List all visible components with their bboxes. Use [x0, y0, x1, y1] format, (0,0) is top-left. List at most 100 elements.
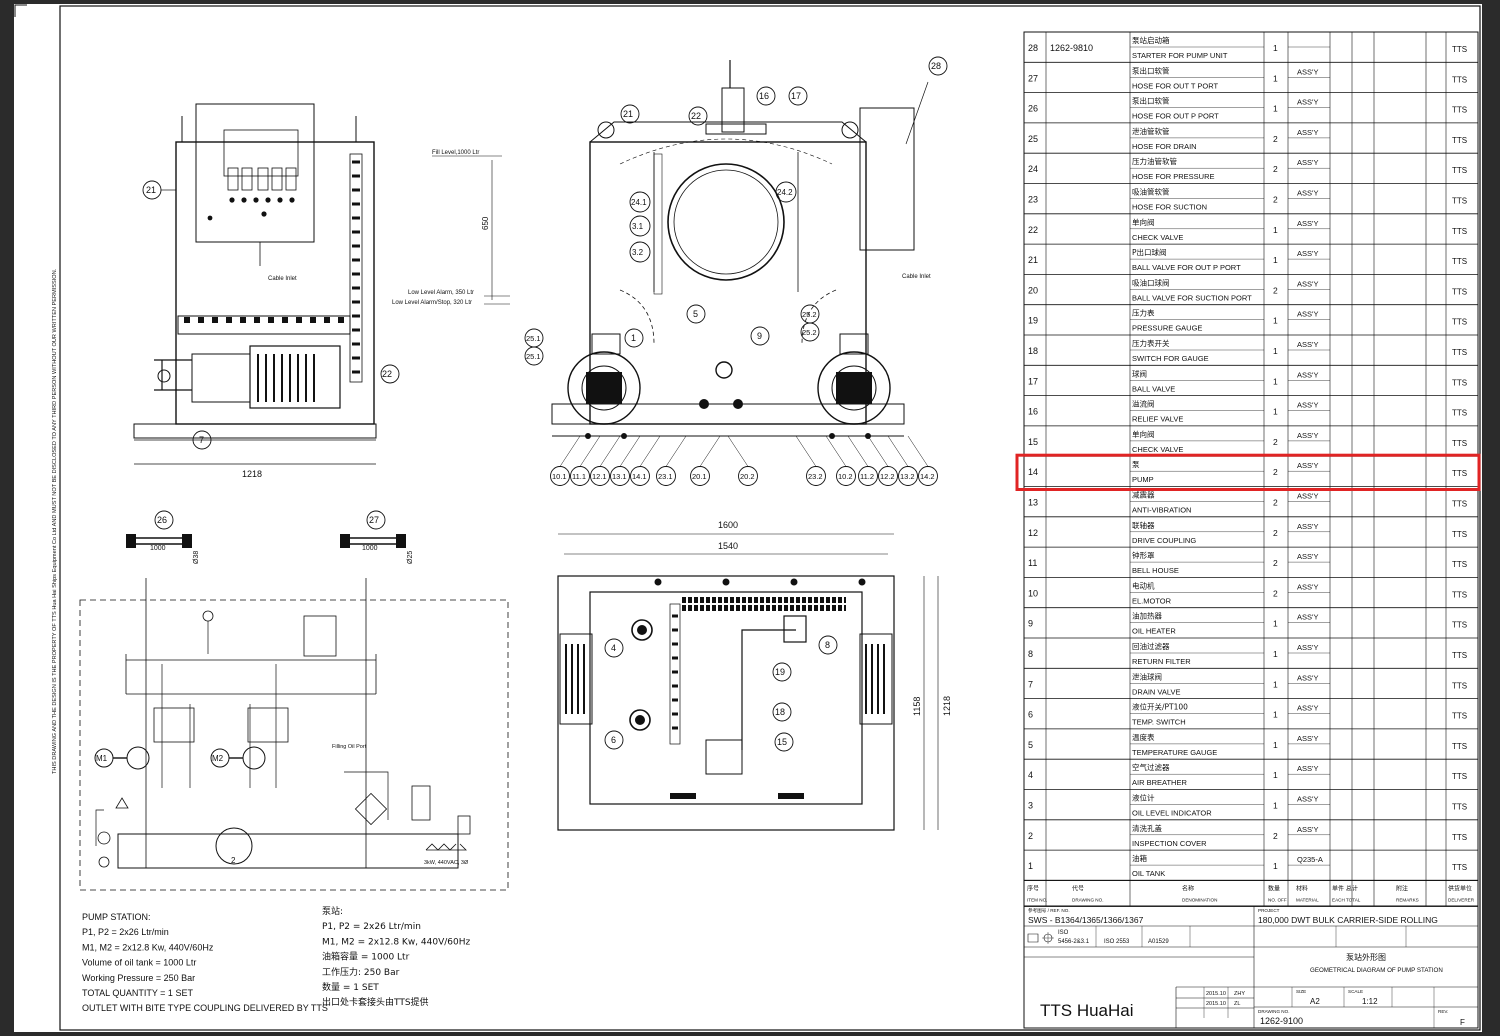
bom-supplier: TTS	[1452, 75, 1467, 84]
bom-qty: 1	[1273, 801, 1278, 811]
bom-material: ASS'Y	[1297, 613, 1318, 622]
size-label: SIZE	[1296, 989, 1306, 994]
bom-header-cn-7: 供货单位	[1448, 884, 1472, 892]
filling-port-label: Filling Oil Port	[332, 744, 367, 750]
callout-10-1: 10.1	[552, 472, 567, 481]
cable-inlet-right-label: Cable Inlet	[902, 274, 931, 280]
motor-m2-label: M2	[212, 754, 224, 763]
pump-station-drawing: THIS DRAWING AND THE DESIGN IS THE PROPE…	[52, 5, 1481, 1031]
bom-name-en: BELL HOUSE	[1132, 566, 1179, 575]
bom-qty: 2	[1273, 498, 1278, 508]
bom-qty: 1	[1273, 104, 1278, 114]
bom-name-en: DRIVE COUPLING	[1132, 536, 1196, 545]
note-en-line: Working Pressure = 250 Bar	[82, 973, 195, 983]
bom-name-en: OIL LEVEL INDICATOR	[1132, 809, 1212, 818]
bom-item-no: 27	[1028, 73, 1038, 83]
callout-23-2: 23.2	[808, 472, 823, 481]
callout-18: 18	[775, 707, 785, 717]
bom-name-en: HOSE FOR SUCTION	[1132, 203, 1207, 212]
note-en-line: OUTLET WITH BITE TYPE COUPLING DELIVERED…	[82, 1003, 328, 1013]
bom-name-cn: 空气过滤器	[1132, 762, 1170, 772]
drawing-frame	[59, 5, 1481, 1031]
top-depth-1218: 1218	[942, 696, 952, 716]
bom-item-no: 10	[1028, 588, 1038, 598]
bom-qty: 1	[1273, 43, 1278, 53]
callout-9: 9	[757, 331, 762, 341]
bom-name-cn: 溢流阀	[1132, 399, 1155, 409]
callout-22-end: 22	[691, 111, 701, 121]
bom-supplier: TTS	[1452, 257, 1467, 266]
bom-name-cn: 吸油口球阀	[1132, 277, 1170, 287]
iso-b: ISO 2553	[1104, 939, 1130, 945]
callout-8: 8	[825, 640, 830, 650]
note-en-line: Volume of oil tank = 1000 Ltr	[82, 958, 196, 968]
bom-supplier: TTS	[1452, 439, 1467, 448]
bom-item-no: 23	[1028, 195, 1038, 205]
bom-name-en: EL.MOTOR	[1132, 596, 1172, 605]
bom-supplier: TTS	[1452, 45, 1467, 54]
bom-header-en-3: NO. OFF	[1268, 897, 1287, 902]
bom-qty: 1	[1273, 619, 1278, 629]
bom-supplier: TTS	[1452, 651, 1467, 660]
bom-supplier: TTS	[1452, 227, 1467, 236]
bom-material: Q235-A	[1297, 855, 1323, 864]
bom-item-no: 13	[1028, 498, 1038, 508]
revision-label: REV.	[1438, 1009, 1448, 1014]
bom-supplier: TTS	[1452, 803, 1467, 812]
bom-qty: 1	[1273, 861, 1278, 871]
bom-name-cn: 泄油管软管	[1132, 126, 1170, 136]
callout-11-1: 11.1	[572, 472, 586, 481]
callout-24-1: 24.1	[631, 198, 647, 207]
bom-name-en: HOSE FOR DRAIN	[1132, 142, 1197, 151]
callout-21-end: 21	[623, 109, 633, 119]
bom-material: ASS'Y	[1297, 734, 1318, 743]
callout-20-2: 20.2	[740, 472, 755, 481]
bom-supplier: TTS	[1452, 712, 1467, 721]
bom-name-cn: 泵站启动箱	[1132, 35, 1170, 45]
checked-date: 2015.10	[1206, 1001, 1226, 1007]
drawing-no-label: DRAWING NO.	[1258, 1009, 1289, 1014]
bom-supplier: TTS	[1452, 863, 1467, 872]
bom-item-no: 9	[1028, 619, 1033, 629]
bom-material: ASS'Y	[1297, 825, 1318, 834]
bom-supplier: TTS	[1452, 378, 1467, 387]
hose-27-length: 1000	[362, 545, 378, 552]
note-en-line: TOTAL QUANTITY = 1 SET	[82, 988, 193, 998]
callout-12-1: 12.1	[592, 472, 607, 481]
bom-qty: 2	[1273, 195, 1278, 205]
bom-supplier: TTS	[1452, 409, 1467, 418]
bom-item-no: 1	[1028, 861, 1033, 871]
bom-material: ASS'Y	[1297, 643, 1318, 652]
bom-supplier: TTS	[1452, 681, 1467, 690]
bom-name-en: CHECK VALVE	[1132, 233, 1183, 242]
bom-name-cn: 单向阀	[1132, 217, 1155, 227]
bom-qty: 2	[1273, 134, 1278, 144]
hose-26-dn: Ø38	[193, 551, 200, 564]
bom-material: ASS'Y	[1297, 492, 1318, 501]
project-value: 180,000 DWT BULK CARRIER-SIDE ROLLING	[1258, 915, 1438, 925]
bom-item-no: 3	[1028, 801, 1033, 811]
bom-material: ASS'Y	[1297, 764, 1318, 773]
projection-icon	[1027, 932, 1054, 944]
callout-25-2-a: 25.2	[802, 310, 817, 319]
bom-qty: 1	[1273, 710, 1278, 720]
bom-qty: 1	[1273, 407, 1278, 417]
bom-item-no: 11	[1028, 558, 1037, 568]
company-logo-text: TTS HuaHai	[1040, 1001, 1134, 1020]
bom-name-cn: 钟形罩	[1132, 550, 1155, 560]
bom-name-en: ANTI-VIBRATION	[1132, 506, 1191, 515]
front-view: Cable Inlet 1218 21 7	[133, 103, 400, 479]
note-cn-line: M1, M2 = 2x12.8 Kw, 440V/60Hz	[322, 937, 470, 947]
callout-25-1-b: 25.1	[526, 352, 541, 361]
size-value: A2	[1310, 997, 1320, 1006]
